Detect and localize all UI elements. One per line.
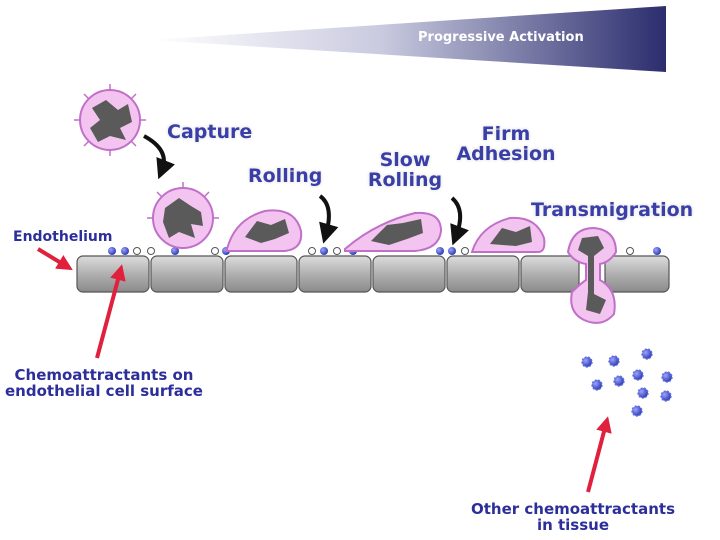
- surface-chemoattractants-label: Chemoattractants on endothelial cell sur…: [4, 366, 204, 400]
- chemoattractant-dot-icon: [581, 356, 593, 368]
- chemoattractant-dot-icon: [632, 369, 644, 381]
- chemoattractant-dot-icon: [631, 405, 643, 417]
- empty-receptor-icon: [461, 247, 469, 255]
- empty-receptor-icon: [211, 247, 219, 255]
- endothelial-cell: [76, 255, 150, 293]
- chemoattractant-dot-icon: [448, 247, 456, 255]
- curved-arrow-icon: [318, 194, 339, 244]
- endothelial-cell: [298, 255, 372, 293]
- stage-slow-rolling-line-1: Slow: [379, 149, 431, 171]
- stage-firm-adhesion-label: Firm Adhesion: [452, 123, 560, 165]
- curved-arrow-icon: [450, 196, 469, 246]
- empty-receptor-icon: [626, 247, 634, 255]
- empty-receptor-icon: [308, 247, 316, 255]
- chemoattractant-dot-icon: [108, 247, 116, 255]
- progressive-activation-banner: [150, 6, 666, 72]
- stage-rolling-label: Rolling: [248, 165, 323, 187]
- tissue-chemo-line-2: in tissue: [536, 515, 610, 534]
- leukocyte-cell-icon: [566, 226, 618, 324]
- surface-chemo-line-1: Chemoattractants on: [14, 366, 194, 384]
- chemoattractant-dot-icon: [436, 247, 444, 255]
- endothelium-label: Endothelium: [13, 229, 113, 245]
- tissue-chemo-line-1: Other chemoattractants: [470, 500, 676, 518]
- empty-receptor-icon: [333, 247, 341, 255]
- chemoattractant-dot-icon: [660, 390, 672, 402]
- chemoattractant-dot-icon: [591, 379, 603, 391]
- red-arrows: [36, 247, 612, 493]
- tissue-chemo-pointer-arrow: [586, 416, 612, 493]
- leukocyte-cell-icon: [470, 216, 546, 253]
- chemoattractant-dot-icon: [637, 387, 649, 399]
- tissue-chemoattractants-label: Other chemoattractants in tissue: [470, 500, 676, 534]
- tissue-chemoattractants: [581, 348, 673, 417]
- surface-chemo-line-2: endothelial cell surface: [5, 381, 203, 400]
- surface-chemo-pointer-arrow: [95, 264, 126, 359]
- endothelial-cell: [372, 255, 446, 293]
- chemoattractant-dot-icon: [653, 247, 661, 255]
- chemoattractant-dot-icon: [613, 375, 625, 387]
- endothelial-cell: [520, 255, 580, 293]
- endothelium-layer: [76, 255, 670, 293]
- stage-slow-rolling-label: Slow Rolling: [366, 149, 444, 191]
- chemoattractant-dot-icon: [641, 348, 653, 360]
- endothelium-pointer-arrow: [36, 247, 73, 271]
- endothelial-cell: [150, 255, 224, 293]
- stage-firm-adhesion-line-2: Adhesion: [456, 142, 556, 165]
- stage-firm-adhesion-line-1: Firm: [481, 123, 531, 145]
- empty-receptor-icon: [147, 247, 155, 255]
- chemoattractant-dot-icon: [171, 247, 179, 255]
- leukocyte-cell-icon: [344, 211, 443, 252]
- stage-transmigration-label: Transmigration: [531, 199, 694, 221]
- curved-arrows: [143, 134, 469, 246]
- curved-arrow-icon: [143, 134, 175, 180]
- stage-capture-label: Capture: [167, 121, 253, 143]
- endothelial-cell: [446, 255, 520, 293]
- empty-receptor-icon: [133, 247, 141, 255]
- stage-slow-rolling-line-2: Rolling: [367, 168, 443, 191]
- chemoattractant-dot-icon: [661, 371, 673, 383]
- leukocyte-cell-icon: [147, 182, 219, 249]
- chemoattractant-dot-icon: [608, 355, 620, 367]
- chemoattractant-dot-icon: [121, 247, 129, 255]
- chemoattractant-dot-icon: [320, 247, 328, 255]
- endothelial-cell: [604, 255, 670, 293]
- banner-title: Progressive Activation: [418, 30, 584, 45]
- leukocyte-cell-icon: [74, 84, 146, 156]
- leukocyte-cell-icon: [226, 209, 303, 252]
- endothelial-cell: [224, 255, 298, 293]
